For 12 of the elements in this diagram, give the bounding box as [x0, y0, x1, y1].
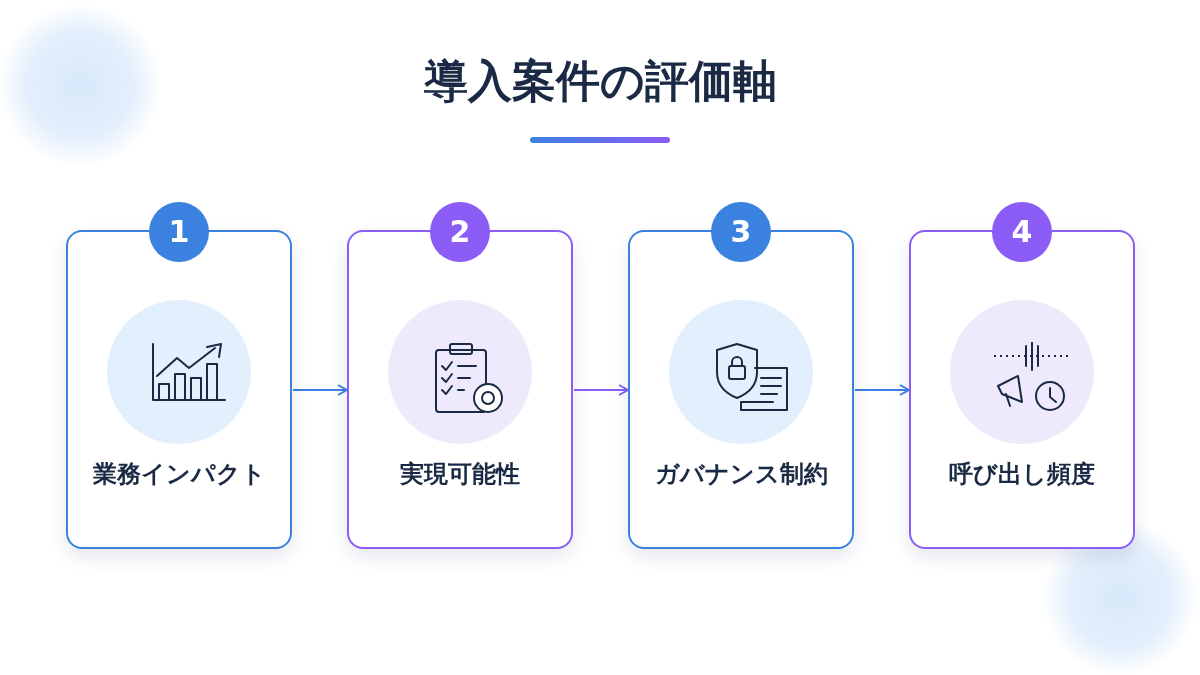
- step-label: 呼び出し頻度: [948, 459, 1096, 490]
- step-label: 業務インパクト: [91, 459, 267, 490]
- step-number: 3: [711, 202, 771, 262]
- arrow: [573, 384, 629, 396]
- arrow: [292, 384, 348, 396]
- step-number: 1: [149, 202, 209, 262]
- title: 導入案件の評価軸: [422, 54, 778, 108]
- step-label: 実現可能性: [399, 459, 521, 490]
- step-number: 2: [430, 202, 490, 262]
- arrow: [854, 384, 910, 396]
- step-number: 4: [992, 202, 1052, 262]
- step-label: ガバナンス制約: [653, 459, 829, 490]
